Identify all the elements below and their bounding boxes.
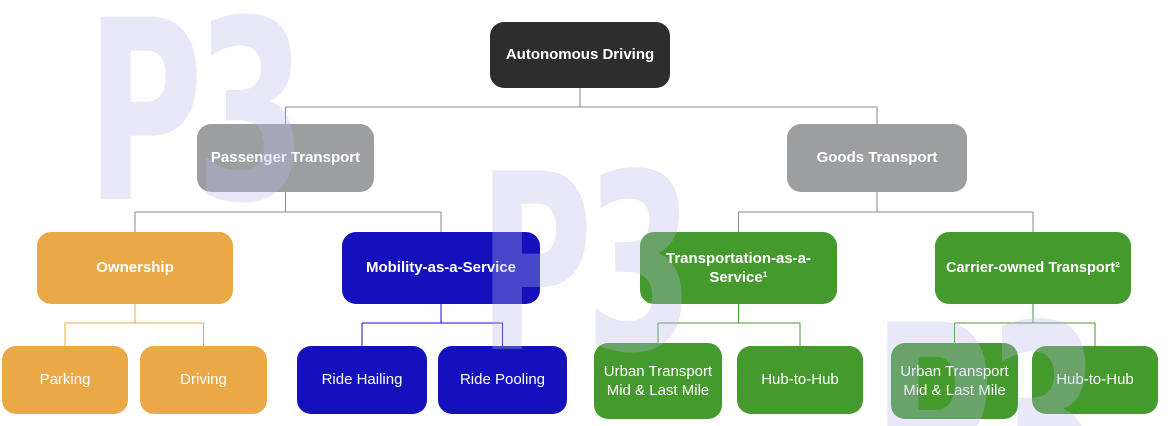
node-label: Transportation-as-a-Service¹: [665, 249, 812, 287]
connector-passenger: [134, 192, 442, 232]
node-urban-transport-mid-last-mile-1: Urban Transport Mid & Last Mile: [594, 343, 722, 419]
node-goods-transport: Goods Transport: [787, 124, 967, 192]
node-label: Urban Transport Mid & Last Mile: [603, 362, 713, 400]
connector-taas: [657, 304, 801, 346]
node-urban-transport-mid-last-mile-2: Urban Transport Mid & Last Mile: [891, 343, 1018, 419]
node-transportation-as-a-service: Transportation-as-a-Service¹: [640, 232, 837, 304]
connector-root: [285, 88, 878, 124]
node-carrier-owned-transport: Carrier-owned Transport²: [935, 232, 1131, 304]
node-label: Hub-to-Hub: [761, 371, 839, 389]
node-ride-hailing: Ride Hailing: [297, 346, 427, 414]
node-label: Urban Transport Mid & Last Mile: [900, 362, 1009, 400]
node-label: Parking: [39, 371, 91, 389]
connector-carrier: [954, 304, 1096, 346]
node-ownership: Ownership: [37, 232, 233, 304]
node-hub-to-hub-1: Hub-to-Hub: [737, 346, 863, 414]
node-hub-to-hub-2: Hub-to-Hub: [1032, 346, 1158, 414]
node-label: Driving: [180, 371, 227, 389]
node-label: Ride Hailing: [321, 371, 403, 389]
node-parking: Parking: [2, 346, 128, 414]
node-passenger-transport: Passenger Transport: [197, 124, 374, 192]
node-label: Hub-to-Hub: [1056, 371, 1134, 389]
node-label: Goods Transport: [816, 149, 938, 167]
node-label: Mobility-as-a-Service: [365, 259, 517, 277]
connector-goods: [738, 192, 1034, 232]
node-label: Carrier-owned Transport²: [945, 259, 1121, 276]
connector-ownership: [64, 304, 204, 346]
node-label: Ownership: [96, 259, 174, 277]
node-ride-pooling: Ride Pooling: [438, 346, 567, 414]
node-mobility-as-a-service: Mobility-as-a-Service: [342, 232, 540, 304]
node-driving: Driving: [140, 346, 267, 414]
node-label: Autonomous Driving: [505, 46, 655, 64]
connector-mobility: [361, 304, 503, 346]
node-label: Passenger Transport: [210, 149, 361, 167]
node-autonomous-driving: Autonomous Driving: [490, 22, 670, 88]
node-label: Ride Pooling: [459, 371, 546, 389]
